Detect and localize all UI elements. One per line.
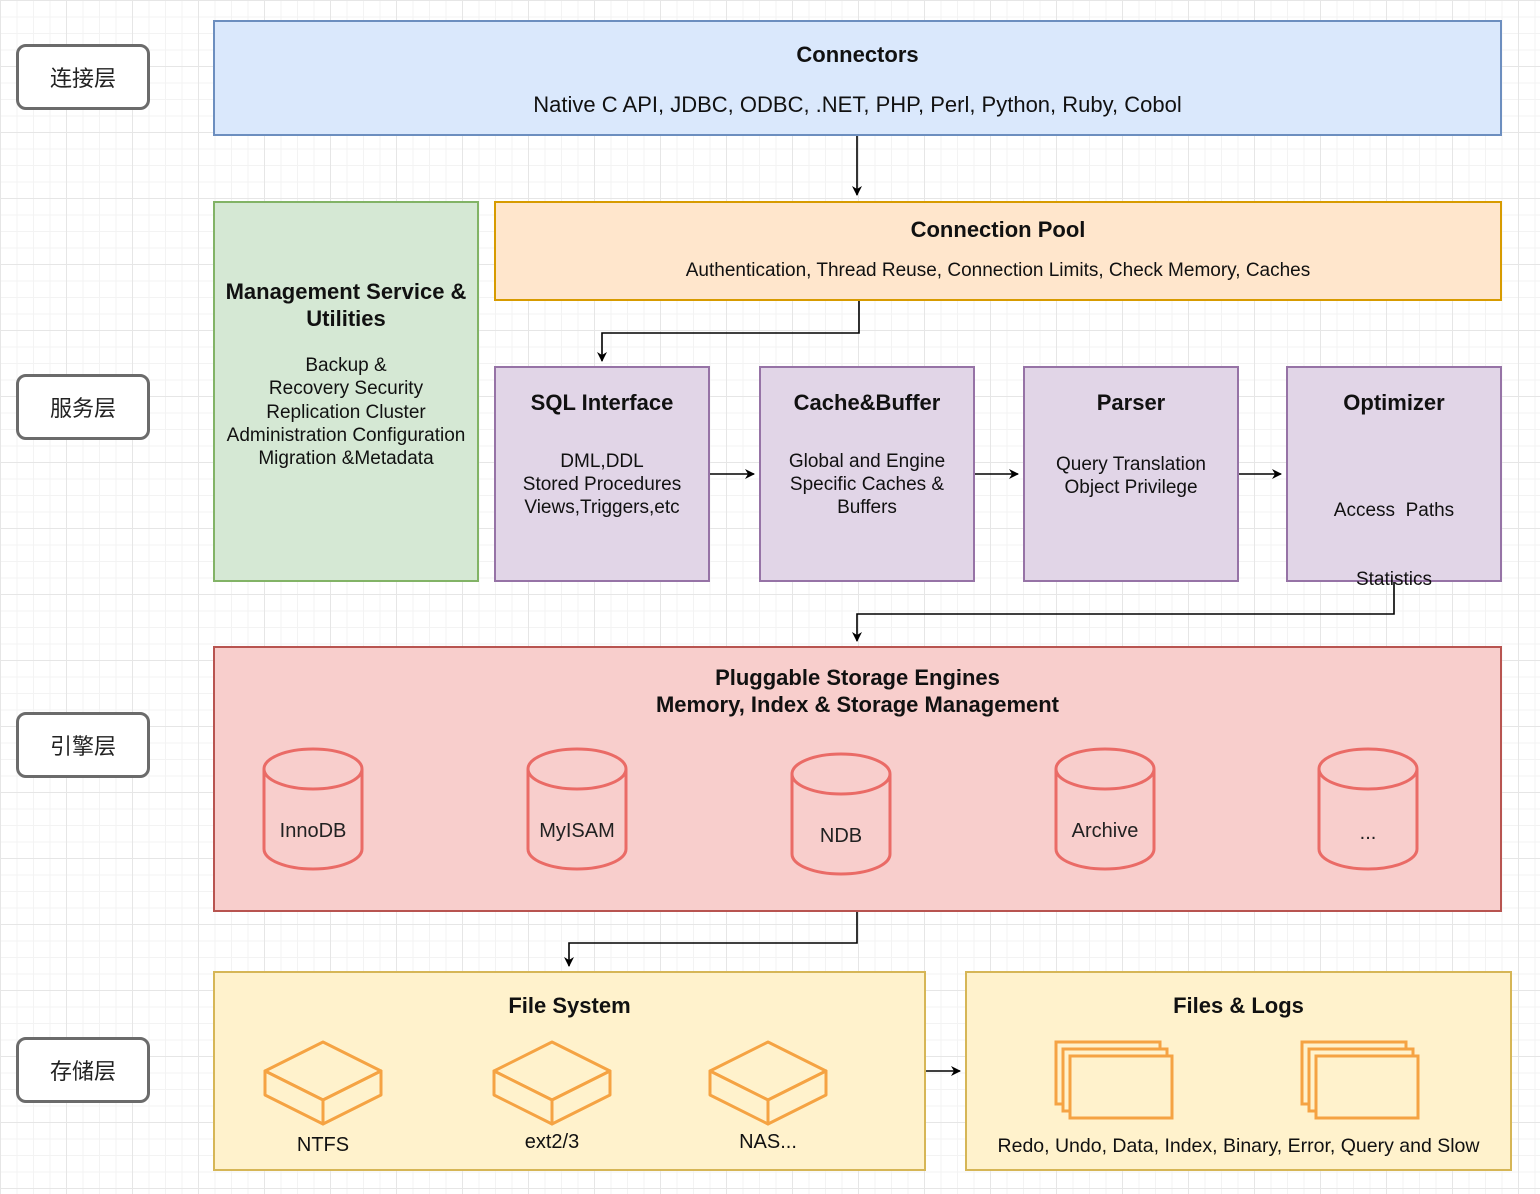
connection-pool-box: Connection Pool Authentication, Thread R…: [494, 201, 1502, 301]
arrow-engines-to-filesystem: [564, 912, 858, 967]
box-3d-icon: [708, 1040, 828, 1126]
engine-label: NDB: [819, 825, 863, 847]
layer-label-engine: 引擎层: [16, 712, 150, 778]
module-line: DML,DDL: [560, 451, 644, 472]
module-lines: Query Translation Object Privilege: [1025, 453, 1237, 499]
management-line: Migration &Metadata: [258, 448, 434, 470]
module-line: Views,Triggers,etc: [524, 497, 680, 518]
connectors-box: Connectors Native C API, JDBC, ODBC, .NE…: [213, 20, 1502, 136]
fs-label: NTFS: [296, 1134, 350, 1156]
module-title: Cache&Buffer: [793, 390, 941, 415]
module-line: Query Translation: [1056, 454, 1206, 475]
module-title: Optimizer: [1343, 390, 1445, 415]
module-lines: Access Paths Statistics: [1288, 453, 1500, 637]
connectors-title: Connectors: [796, 42, 919, 67]
fs-ntfs: NTFS: [261, 1038, 385, 1168]
module-line: Object Privilege: [1064, 477, 1198, 498]
management-line: Backup &: [305, 355, 387, 376]
parser-box: Parser Query Translation Object Privileg…: [1023, 366, 1239, 582]
connection-pool-title: Connection Pool: [910, 217, 1086, 242]
arrow-pool-to-sql: [597, 301, 860, 362]
fs-label: NAS...: [739, 1131, 797, 1153]
engine-ndb: NDB: [789, 751, 893, 881]
files-logs-caption: Redo, Undo, Data, Index, Binary, Error, …: [997, 1135, 1480, 1157]
engine-more: ...: [1316, 746, 1420, 876]
module-lines: Global and Engine Specific Caches & Buff…: [761, 450, 973, 519]
storage-engines-title: Pluggable Storage Engines Memory, Index …: [215, 664, 1500, 718]
layer-label-service: 服务层: [16, 374, 150, 440]
management-line: Replication Cluster: [266, 401, 426, 423]
files-logs-box: Files & Logs Redo, Undo, Data, Index, Bi…: [965, 971, 1512, 1171]
files-stack-icon: [1054, 1040, 1174, 1120]
fs-label: ext2/3: [524, 1131, 580, 1153]
module-title: Parser: [1096, 390, 1166, 415]
module-line: Buffers: [837, 497, 897, 518]
module-line: Access Paths: [1333, 500, 1455, 521]
storage-engines-title-line1: Pluggable Storage Engines: [715, 665, 1000, 690]
cylinder-icon: [262, 747, 364, 871]
management-title: Management Service & Utilities: [215, 278, 477, 332]
box-3d-icon: [492, 1040, 612, 1126]
layer-label-storage: 存储层: [16, 1037, 150, 1103]
file-system-title: File System: [508, 993, 631, 1018]
management-box: Management Service & Utilities Backup & …: [213, 201, 479, 582]
module-line: Statistics: [1355, 569, 1433, 590]
fs-nas: NAS...: [706, 1038, 830, 1168]
cylinder-icon: [526, 747, 628, 871]
module-line: Stored Procedures: [522, 474, 682, 495]
module-lines: DML,DDL Stored Procedures Views,Triggers…: [496, 450, 708, 519]
files-logs-title: Files & Logs: [1173, 993, 1304, 1018]
connectors-subtitle: Native C API, JDBC, ODBC, .NET, PHP, Per…: [533, 92, 1182, 117]
engine-label: Archive: [1071, 820, 1139, 842]
cache-buffer-box: Cache&Buffer Global and Engine Specific …: [759, 366, 975, 582]
optimizer-box: Optimizer Access Paths Statistics: [1286, 366, 1502, 590]
module-line: Global and Engine: [788, 451, 946, 472]
logs-stack-icon: [1300, 1040, 1420, 1120]
connection-pool-subtitle: Authentication, Thread Reuse, Connection…: [685, 260, 1311, 281]
cylinder-icon: [1317, 747, 1419, 871]
storage-engines-title-line2: Memory, Index & Storage Management: [655, 692, 1059, 717]
engine-archive: Archive: [1053, 746, 1157, 876]
engine-label: InnoDB: [279, 820, 347, 842]
management-line: Administration Configuration: [226, 424, 466, 446]
management-lines: Backup & Recovery Security Replication C…: [215, 354, 477, 470]
sql-interface-box: SQL Interface DML,DDL Stored Procedures …: [494, 366, 710, 582]
module-line: Specific Caches &: [789, 474, 945, 495]
engine-myisam: MyISAM: [525, 746, 629, 876]
engine-label: MyISAM: [539, 820, 615, 842]
management-line: Recovery Security: [268, 378, 424, 400]
engine-innodb: InnoDB: [261, 746, 365, 876]
box-3d-icon: [263, 1040, 383, 1126]
fs-ext: ext2/3: [490, 1038, 614, 1168]
module-title: SQL Interface: [530, 390, 674, 415]
layer-label-connection: 连接层: [16, 44, 150, 110]
cylinder-icon: [1054, 747, 1156, 871]
engine-label: ...: [1359, 822, 1377, 844]
management-title-line2: Utilities: [306, 306, 386, 331]
cylinder-icon: [790, 752, 892, 876]
management-title-line1: Management Service &: [225, 279, 467, 304]
